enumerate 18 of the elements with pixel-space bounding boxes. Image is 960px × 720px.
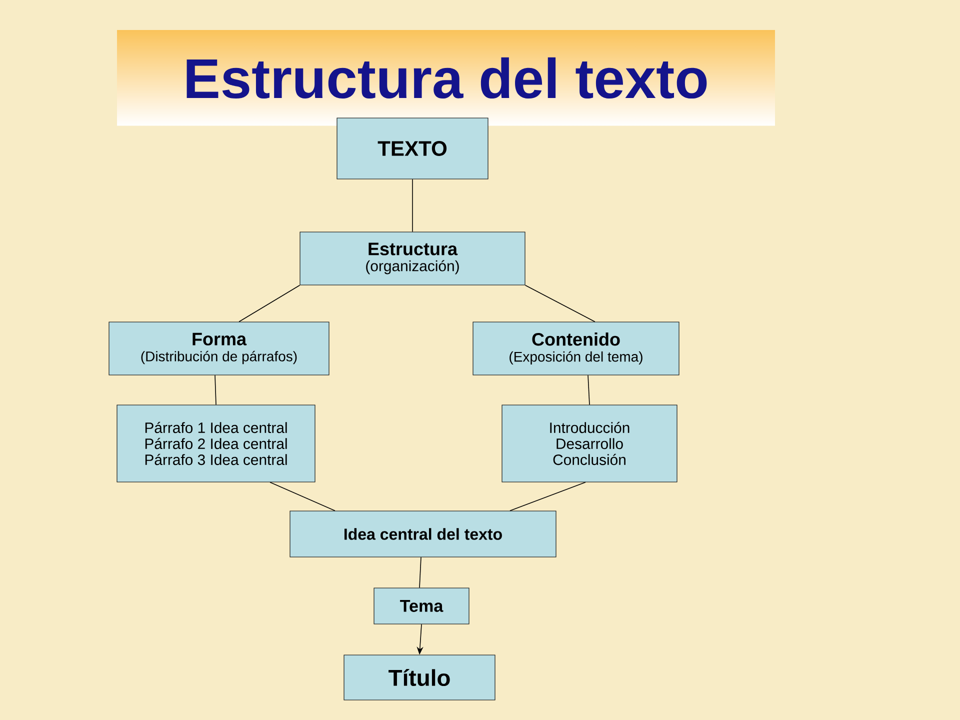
process-box: Idea central del texto — [290, 510, 556, 558]
connector-line — [419, 556, 422, 588]
process-box: TEXTO — [336, 118, 488, 180]
connector-line — [510, 482, 586, 512]
process-box: Introducción Desarrollo Conclusión — [502, 404, 678, 482]
process-box: Párrafo 1 Idea central Párrafo 2 Idea central Párrafo 3 Idea central — [116, 404, 316, 482]
process-box: Estructura (organización) — [300, 232, 526, 286]
connector-line — [270, 482, 336, 512]
process-box: Tema — [374, 588, 470, 624]
process-box: Forma (Distribución de párrafos) — [108, 322, 330, 376]
connector-line — [524, 284, 596, 322]
connector-line — [412, 178, 413, 232]
connector-line — [588, 374, 590, 406]
process-box: Título — [344, 654, 496, 700]
process-box: Contenido (Exposición del tema) — [472, 322, 680, 376]
connector-line — [238, 284, 300, 322]
connector-line — [214, 374, 216, 406]
title: Estructura del texto — [186, 57, 707, 99]
